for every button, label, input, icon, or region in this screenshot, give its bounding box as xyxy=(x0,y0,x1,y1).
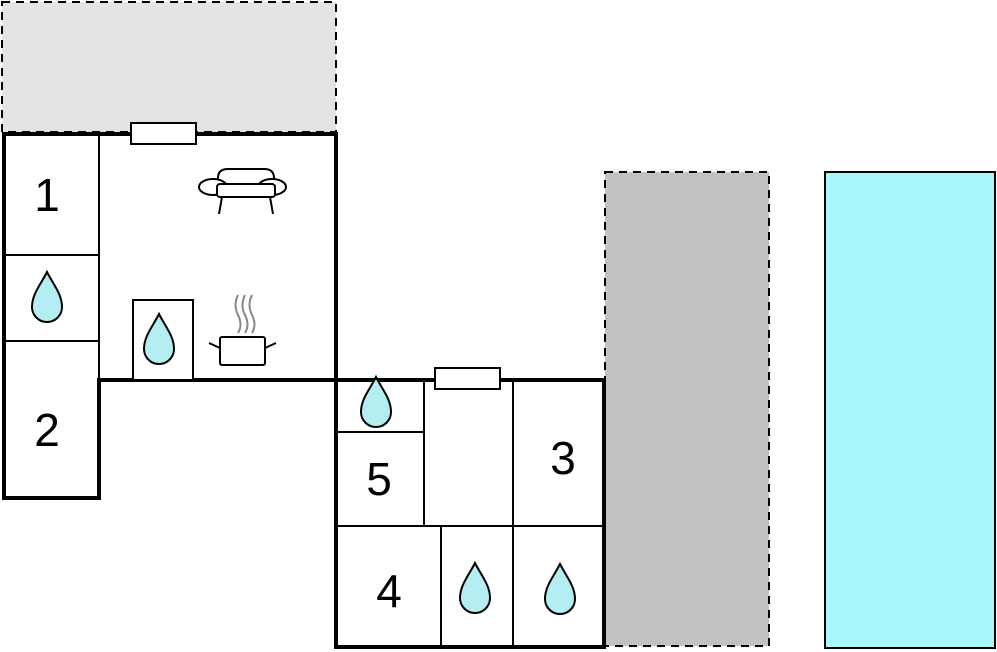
room-number-2: 2 xyxy=(34,404,60,456)
cooking-pot-icon xyxy=(208,294,277,366)
room-number-3: 3 xyxy=(550,432,576,484)
water-drop-icon xyxy=(142,311,176,365)
water-drop-icon xyxy=(458,560,492,614)
water-drop-icon xyxy=(359,374,393,428)
window-icon xyxy=(130,122,197,145)
lower-building-outline xyxy=(334,378,606,649)
water-drop-icon xyxy=(543,561,577,615)
water-drop-icon xyxy=(30,269,64,323)
terrace-area xyxy=(1,1,337,133)
window-icon xyxy=(434,367,501,390)
room-number-5: 5 xyxy=(366,453,392,505)
parking-area xyxy=(604,171,770,647)
room-number-4: 4 xyxy=(376,565,402,617)
sofa-icon xyxy=(198,168,287,215)
swimming-pool xyxy=(824,171,996,649)
room-number-1: 1 xyxy=(34,169,60,221)
